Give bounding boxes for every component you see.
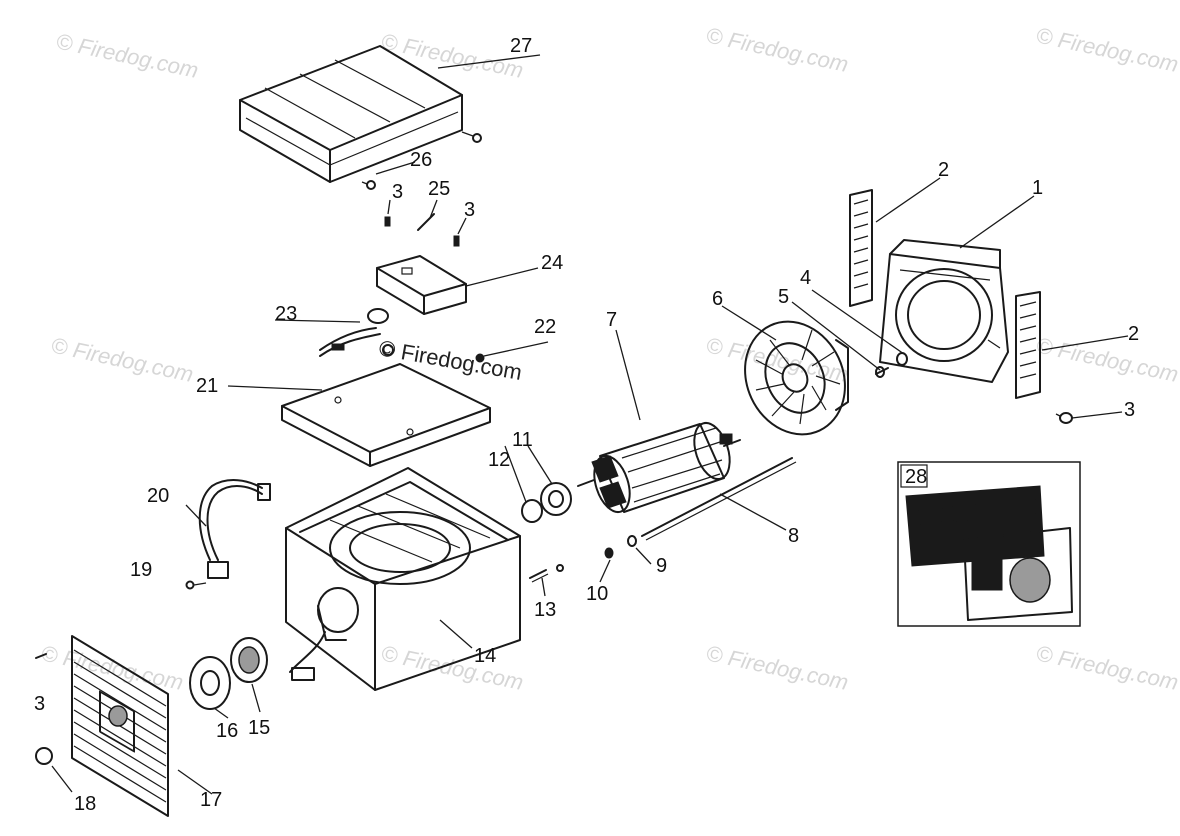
part-screw xyxy=(475,353,485,363)
callout-23: 23 xyxy=(275,303,297,325)
part-fan xyxy=(744,320,849,436)
callout-24: 24 xyxy=(541,252,563,274)
part-rod xyxy=(641,457,797,541)
part-bracket xyxy=(376,255,467,315)
callout-7: 7 xyxy=(606,309,617,331)
callout-26: 26 xyxy=(410,149,432,171)
callout-3: 3 xyxy=(464,199,475,221)
callout-3: 3 xyxy=(392,181,403,203)
part-bearing-15 xyxy=(230,637,268,683)
callout-2: 2 xyxy=(938,159,949,181)
callout-14: 14 xyxy=(474,645,496,667)
callout-4: 4 xyxy=(800,267,811,289)
callout-22: 22 xyxy=(534,316,556,338)
callout-13: 13 xyxy=(534,599,556,621)
callout-labels: 27 26 3 25 3 24 23 22 21 7 11 12 8 9 10 … xyxy=(34,35,1139,815)
part-cable xyxy=(198,479,271,579)
callout-27: 27 xyxy=(510,35,532,57)
watermark-text: © Firedog.com xyxy=(704,640,851,695)
callout-1: 1 xyxy=(1032,177,1043,199)
callout-21: 21 xyxy=(196,375,218,397)
callout-12: 12 xyxy=(488,449,510,471)
callout-16: 16 xyxy=(216,720,238,742)
part-grille-top xyxy=(849,189,873,307)
watermark-text: © Firedog.com xyxy=(379,640,526,695)
part-end-bell xyxy=(879,239,1009,383)
callout-11: 11 xyxy=(512,429,533,451)
part-rotor xyxy=(577,421,741,514)
callout-8: 8 xyxy=(788,525,799,547)
part-wire-harness xyxy=(319,308,394,357)
callout-2: 2 xyxy=(1128,323,1139,345)
watermark-text: © Firedog.com xyxy=(379,28,526,83)
leader-lines xyxy=(51,54,1129,795)
callout-28: 28 xyxy=(905,466,927,488)
part-screw-right xyxy=(1055,412,1073,424)
part-housing xyxy=(285,467,521,691)
watermark-text: © Firedog.com xyxy=(1034,332,1180,387)
callout-18: 18 xyxy=(74,793,96,815)
callout-5: 5 xyxy=(778,286,789,308)
watermark-text: © Firedog.com xyxy=(1034,22,1180,77)
center-watermark-text: © Firedog.com xyxy=(377,335,524,385)
part-cover-plate xyxy=(281,363,491,467)
part-grille-right xyxy=(1015,291,1041,399)
watermark-text: © Firedog.com xyxy=(1034,640,1180,695)
watermark-text: © Firedog.com xyxy=(54,28,201,83)
part-bearing-16 xyxy=(189,656,231,710)
callout-3: 3 xyxy=(1124,399,1135,421)
callout-20: 20 xyxy=(147,485,169,507)
part-left-hardware xyxy=(35,653,53,765)
part-cover-screws xyxy=(361,131,482,190)
callout-25: 25 xyxy=(428,178,450,200)
inset-box-28 xyxy=(897,461,1081,627)
callout-9: 9 xyxy=(656,555,667,577)
part-small-hardware-b xyxy=(529,535,637,583)
watermark-text: © Firedog.com xyxy=(704,22,851,77)
callout-3: 3 xyxy=(34,693,45,715)
part-front-grille xyxy=(71,635,169,817)
callout-10: 10 xyxy=(586,583,608,605)
part-bearings xyxy=(521,482,572,523)
part-small-hardware xyxy=(384,213,460,247)
watermark-text: © Firedog.com xyxy=(39,640,186,695)
part-screw-19 xyxy=(185,580,207,590)
callout-6: 6 xyxy=(712,288,723,310)
callout-17: 17 xyxy=(200,789,222,811)
callout-19: 19 xyxy=(130,559,152,581)
part-top-cover xyxy=(239,45,463,183)
watermark-text: © Firedog.com xyxy=(49,332,196,387)
callout-15: 15 xyxy=(248,717,270,739)
